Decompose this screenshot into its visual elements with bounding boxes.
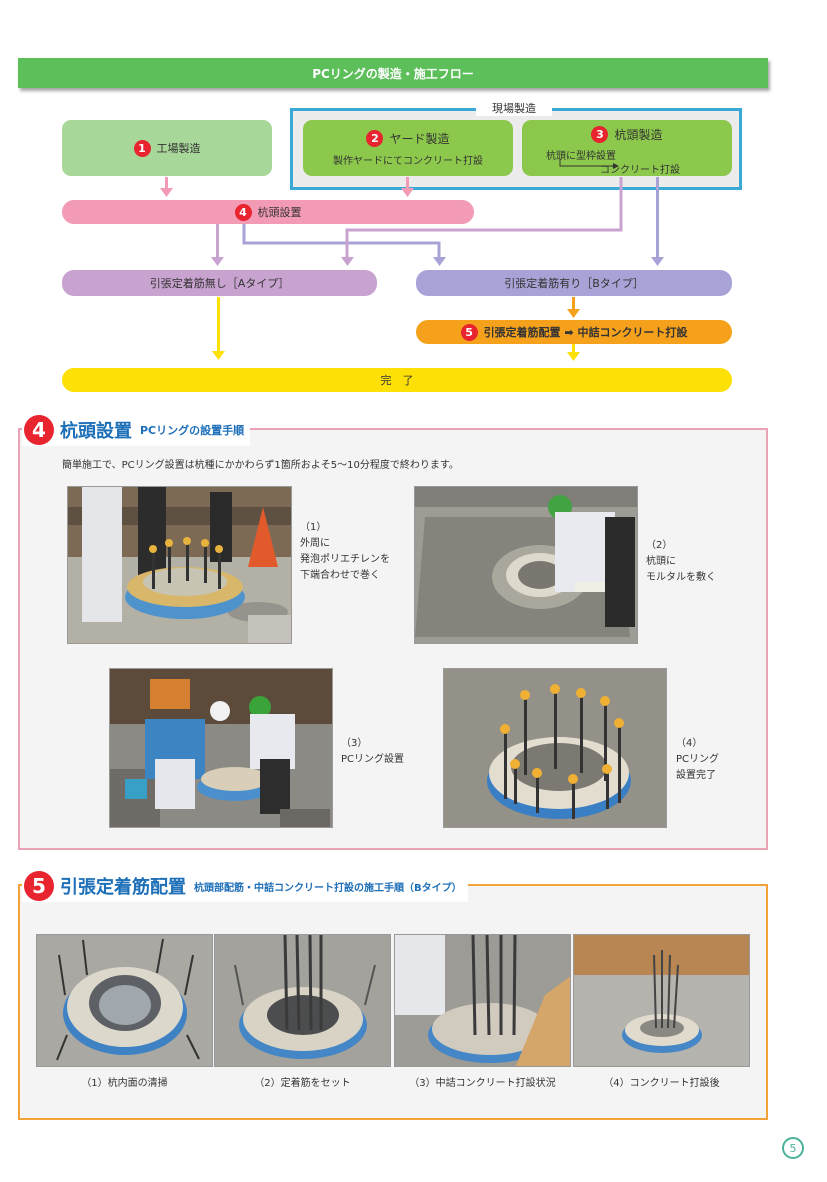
photo-anchor-3 (394, 934, 571, 1067)
flow-connectors (160, 177, 664, 361)
photo-step-2 (414, 486, 638, 644)
arrow-line (216, 224, 219, 258)
photo-illustration (395, 935, 570, 1066)
photo-anchor-2 (214, 934, 391, 1067)
photo-illustration (68, 487, 291, 643)
arrow-line (572, 344, 575, 353)
step-number-badge: 1 (133, 139, 151, 157)
section4-intro: 簡単施工で、PCリング設置は杭種にかかわらず1箇所およそ5～10分程度で終わりま… (62, 460, 459, 471)
flow-box-pile-head-sub1: 杭頭に型枠設置 (546, 151, 616, 162)
arrow-line (345, 177, 623, 258)
flow-box-pile-head-title: 杭頭製造 (614, 128, 663, 142)
step-number-badge: 4 (234, 203, 252, 221)
section5-title: 引張定着筋配置 (60, 877, 186, 898)
photo-anchor-4 (573, 934, 750, 1067)
flow-box-yard-title: ヤード製造 (389, 131, 450, 146)
caption-step-1: （1） 外周に 発泡ポリエチレンを 下端合わせで巻く (300, 522, 390, 581)
caption-step-2: （2） 杭頭に モルタルを敷く (646, 540, 716, 583)
arrow-head (567, 352, 580, 361)
arrow-head (160, 188, 173, 197)
section4-subtitle: PCリングの設置手順 (140, 424, 245, 437)
arrow-line (656, 177, 659, 258)
photo-step-1 (67, 486, 292, 644)
flow-box-pile-head-sub2: コンクリート打設 (600, 165, 680, 176)
flow-type-a-label: 引張定着筋無し［Aタイプ］ (149, 277, 290, 290)
photo-illustration (574, 935, 749, 1066)
site-manufacturing-label: 現場製造 (476, 100, 552, 116)
flow-type-a: 引張定着筋無し［Aタイプ］ (62, 270, 377, 296)
flow-header: PCリングの製造・施工フロー (18, 58, 768, 88)
photo-step-4 (443, 668, 667, 828)
flow-type-b-label: 引張定着筋有り［Bタイプ］ (504, 277, 644, 290)
flow-bar-done-label: 完 了 (380, 374, 414, 387)
arrow-head (401, 188, 414, 197)
arrow-line (242, 224, 441, 258)
step-number-badge: 3 (591, 126, 609, 143)
flow-bar-done: 完 了 (62, 368, 732, 392)
arrow-head (341, 257, 354, 266)
arrow-line (217, 297, 220, 352)
caption-anchor-1: （1）杭内面の清掃 (81, 1078, 168, 1089)
arrow-line (572, 297, 575, 310)
arrow-head (211, 257, 224, 266)
section4-heading: 4 杭頭設置 PCリングの設置手順 (22, 414, 251, 446)
photo-illustration (110, 669, 332, 827)
arrow-line (165, 177, 168, 189)
arrow-line (406, 177, 409, 189)
caption-anchor-4: （4）コンクリート打設後 (603, 1078, 720, 1089)
flow-box-factory-title: 工場製造 (156, 142, 201, 155)
page-number: 5 (782, 1137, 804, 1159)
flow-box-yard-sub: 製作ヤードにてコンクリート打設 (333, 155, 483, 167)
section-number-badge: 5 (24, 871, 54, 901)
flow-bar-anchor-label: 引張定着筋配置 ➡ 中詰コンクリート打設 (483, 326, 688, 339)
section5-subtitle: 杭頭部配筋・中詰コンクリート打設の施工手順（Bタイプ） (194, 882, 462, 894)
arrow-head (651, 257, 664, 266)
flow-box-pile-head: 3 杭頭製造 杭頭に型枠設置 コンクリート打設 (522, 120, 732, 176)
caption-step-4: （4） PCリング 設置完了 (676, 738, 720, 781)
flow-header-title: PCリングの製造・施工フロー (312, 66, 474, 81)
caption-anchor-3: （3）中詰コンクリート打設状況 (409, 1078, 556, 1089)
flow-box-yard: 2 ヤード製造 製作ヤードにてコンクリート打設 (303, 120, 513, 176)
flow-bar-anchor: 5 引張定着筋配置 ➡ 中詰コンクリート打設 (416, 320, 732, 344)
photo-illustration (444, 669, 666, 827)
photo-illustration (415, 487, 637, 643)
flow-bar-pile-head-install: 4 杭頭設置 (62, 200, 474, 224)
elbow-arrow-icon (559, 159, 619, 169)
flow-type-b: 引張定着筋有り［Bタイプ］ (416, 270, 732, 296)
photo-step-3 (109, 668, 333, 828)
flow-box-factory: 1 工場製造 (62, 120, 272, 176)
photo-illustration (37, 935, 212, 1066)
photo-illustration (215, 935, 390, 1066)
caption-anchor-2: （2）定着筋をセット (254, 1078, 351, 1089)
arrow-head (567, 309, 580, 318)
step-number-badge: 5 (460, 323, 478, 341)
arrow-head (212, 351, 225, 360)
section4-title: 杭頭設置 (60, 421, 132, 442)
arrow-head (433, 257, 446, 266)
section-number-badge: 4 (24, 415, 54, 445)
section5-heading: 5 引張定着筋配置 杭頭部配筋・中詰コンクリート打設の施工手順（Bタイプ） (22, 870, 468, 902)
photo-anchor-1 (36, 934, 213, 1067)
flow-bar-pile-head-install-label: 杭頭設置 (257, 206, 302, 219)
caption-step-3: （3） PCリング設置 (341, 738, 405, 765)
step-number-badge: 2 (366, 129, 384, 147)
